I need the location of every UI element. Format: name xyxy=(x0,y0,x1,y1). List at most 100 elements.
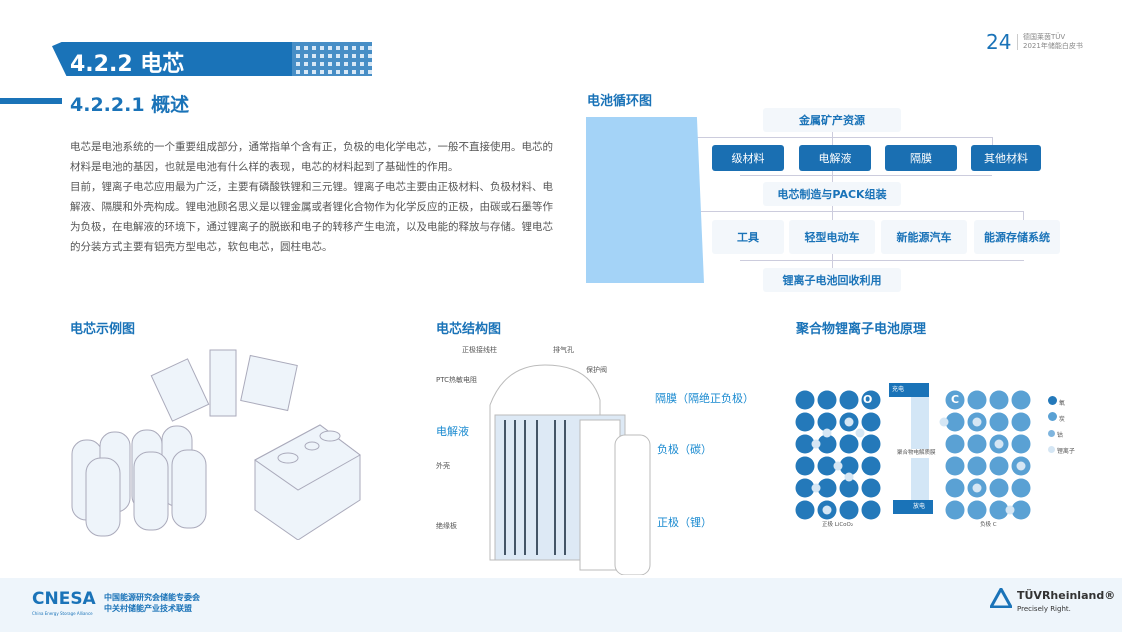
oxygen-atom xyxy=(839,390,859,410)
legend-label: 锂离子 xyxy=(1056,448,1075,455)
cell-examples-illustration xyxy=(71,349,361,540)
org-name: 中关村储能产业技术联盟 xyxy=(104,604,192,613)
carbon-atom xyxy=(945,412,965,432)
oxygen-atom xyxy=(861,456,881,476)
oxygen-symbol: O xyxy=(863,393,873,406)
node-material: 隔膜 xyxy=(885,145,957,171)
oxygen-atom xyxy=(795,456,815,476)
lattice-diagram xyxy=(795,390,1031,520)
publisher-line: 德国莱茵TÜV xyxy=(1023,33,1066,41)
lithium-ion xyxy=(822,505,832,515)
carbon-atom xyxy=(1011,390,1031,410)
tuv-tagline: Precisely Right. xyxy=(1017,605,1071,613)
carbon-atom xyxy=(989,390,1009,410)
lithium-ion xyxy=(822,428,832,438)
lithium-ion xyxy=(1016,461,1026,471)
oxygen-atom xyxy=(861,500,881,520)
lithium-ion xyxy=(844,417,854,427)
examples-title: 电芯示例图 xyxy=(70,322,136,337)
node-application: 能源存储系统 xyxy=(974,220,1060,254)
lithium-ion xyxy=(811,439,821,449)
legend-item: 氧 xyxy=(1048,396,1075,412)
lithium-ion xyxy=(833,461,843,471)
oxygen-atom xyxy=(795,500,815,520)
cell-structure-illustration xyxy=(489,364,651,575)
oxygen-atom xyxy=(839,500,859,520)
paragraph: 电芯是电池系统的一个重要组成部分，通常指单个含有正，负极的电化学电芯，一般不直接… xyxy=(70,141,553,173)
carbon-atom xyxy=(1011,500,1031,520)
membrane-label: 聚合物电解质膜 xyxy=(897,449,936,458)
carbon-atom xyxy=(967,456,987,476)
node-material: 级材料 xyxy=(712,145,784,171)
lithium-ion xyxy=(972,417,982,427)
lithium-ion xyxy=(972,483,982,493)
carbon-atom xyxy=(945,478,965,498)
structure-title: 电芯结构图 xyxy=(436,322,502,337)
node-metal-resources: 金属矿产资源 xyxy=(763,108,901,132)
lithium-ion xyxy=(855,428,865,438)
lithium-ion xyxy=(1005,505,1015,515)
label-electrolyte: 电解液 xyxy=(436,425,469,438)
subsection-bar xyxy=(0,98,62,104)
carbon-atom xyxy=(945,390,965,410)
carbon-atom xyxy=(967,390,987,410)
page-number: 24 xyxy=(986,30,1012,54)
oxygen-atom xyxy=(795,390,815,410)
oxygen-atom xyxy=(795,412,815,432)
label-shell: 外壳 xyxy=(436,462,450,470)
lithium-ion xyxy=(939,417,949,427)
carbon-symbol: C xyxy=(951,393,960,406)
overview-text: 电芯是电池系统的一个重要组成部分，通常指单个含有正，负极的电化学电芯，一般不直接… xyxy=(70,137,556,257)
oxygen-atom xyxy=(861,434,881,454)
oxygen-atom xyxy=(817,478,837,498)
oxygen-atom xyxy=(795,478,815,498)
oxygen-atom xyxy=(861,478,881,498)
carbon-atom xyxy=(1011,434,1031,454)
cnesa-logo: CNESA xyxy=(32,589,96,609)
lithium-ion xyxy=(844,472,854,482)
oxygen-atom xyxy=(817,412,837,432)
cnesa-sub: China Energy Storage Alliance xyxy=(32,611,93,616)
carbon-atom xyxy=(989,456,1009,476)
oxygen-atom xyxy=(817,434,837,454)
footer xyxy=(0,578,1122,632)
label-vent: 排气孔 xyxy=(553,346,574,354)
tuv-triangle-icon xyxy=(990,588,1012,608)
charge-arrow: 充电 xyxy=(889,383,929,397)
carbon-atom xyxy=(1011,478,1031,498)
legend-item: 炭 xyxy=(1048,412,1075,428)
legend: 氧 炭 钴 锂离子 xyxy=(1048,396,1075,460)
tuv-logo: TÜVRheinland® xyxy=(1017,589,1116,602)
carbon-atom xyxy=(989,478,1009,498)
anode-label: 负极 C xyxy=(980,522,997,528)
label-separator: 隔膜（隔绝正负极） xyxy=(655,392,754,405)
divider xyxy=(1017,34,1018,50)
carbon-atom xyxy=(945,456,965,476)
oxygen-atom xyxy=(839,434,859,454)
principle-title: 聚合物锂离子电池原理 xyxy=(796,322,927,337)
label-cathode: 正极（锂） xyxy=(657,516,712,529)
publisher-line: 2021年储能白皮书 xyxy=(1023,42,1083,50)
legend-item: 钴 xyxy=(1048,428,1075,444)
legend-label: 氧 xyxy=(1058,400,1065,407)
discharge-arrow: 放电 xyxy=(893,500,933,514)
lithium-ion xyxy=(994,439,1004,449)
cathode-label: 正极 LiCoO₂ xyxy=(822,522,854,528)
lithium-ion xyxy=(811,483,821,493)
node-application: 轻型电动车 xyxy=(789,220,875,254)
carbon-atom xyxy=(945,500,965,520)
org-names: 中国能源研究会储能专委会中关村储能产业技术联盟 xyxy=(104,592,200,614)
org-name: 中国能源研究会储能专委会 xyxy=(104,593,200,602)
carbon-atom xyxy=(967,434,987,454)
node-material: 电解液 xyxy=(799,145,871,171)
node-application: 新能源汽车 xyxy=(881,220,967,254)
carbon-atom xyxy=(989,500,1009,520)
overlay-shape xyxy=(586,117,704,283)
label-ptc: PTC热敏电阻 xyxy=(436,376,477,384)
legend-label: 炭 xyxy=(1058,416,1065,423)
legend-item: 锂离子 xyxy=(1048,444,1075,460)
oxygen-atom xyxy=(861,390,881,410)
label-terminal: 正极接线柱 xyxy=(462,346,497,354)
node-application: 工具 xyxy=(712,220,784,254)
